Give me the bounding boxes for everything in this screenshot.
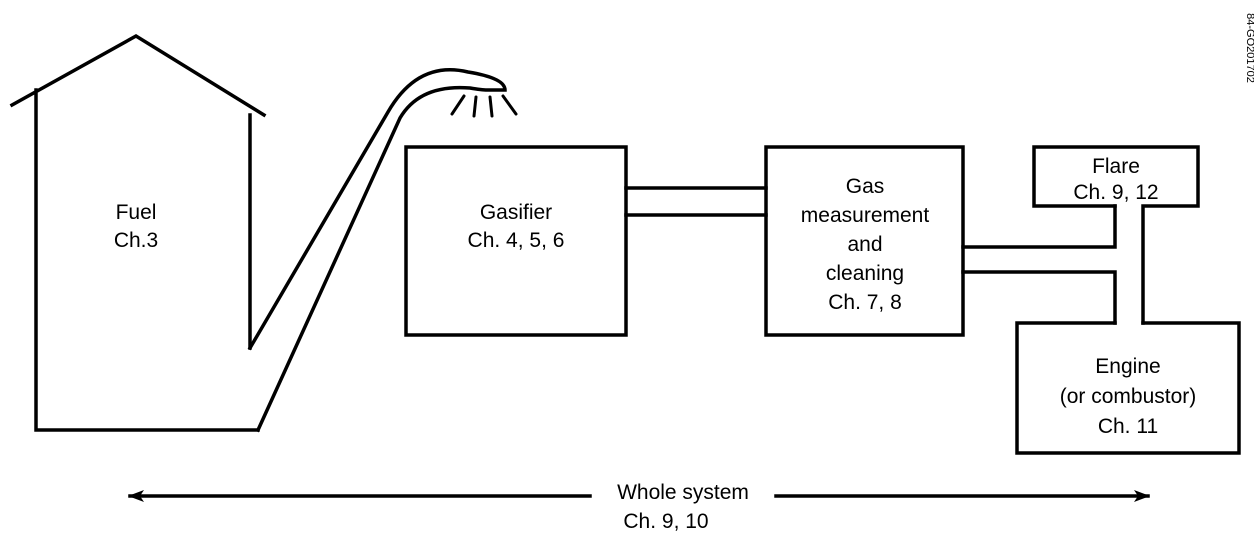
fuel-conveyor-pipe	[247, 68, 507, 433]
whole-system-label: Whole system	[617, 481, 749, 504]
gasifier-chapter-label: Ch. 4, 5, 6	[468, 229, 565, 252]
fuel-silo-outline	[9, 33, 267, 432]
pipe-gasifier-to-cleaning	[624, 186, 768, 217]
whole-system-chapter-label: Ch. 9, 10	[623, 510, 708, 533]
engine-label: Engine	[1095, 355, 1160, 378]
engine-subtitle-label: (or combustor)	[1060, 385, 1197, 408]
gas-cleaning-label-3: and	[847, 233, 882, 256]
fuel-chapter-label: Ch.3	[114, 229, 158, 252]
fuel-label: Fuel	[116, 201, 157, 224]
gasifier-label: Gasifier	[480, 201, 552, 224]
flare-label: Flare	[1092, 155, 1140, 178]
engine-chapter-label: Ch. 11	[1098, 415, 1158, 438]
gas-cleaning-chapter-label: Ch. 7, 8	[828, 291, 902, 314]
pipe-cleaning-to-flare	[961, 204, 1117, 249]
gas-cleaning-label-4: cleaning	[826, 262, 904, 285]
gas-cleaning-label-1: Gas	[846, 175, 885, 198]
pipe-cleaning-to-engine	[961, 270, 1117, 325]
flare-chapter-label: Ch. 9, 12	[1073, 181, 1158, 204]
fuel-drop-lines	[450, 94, 518, 118]
gasifier-box	[404, 145, 628, 337]
flare-box	[1032, 145, 1200, 325]
gas-cleaning-box	[764, 145, 965, 337]
figure-id: 84-GO201702	[1244, 13, 1254, 83]
gas-cleaning-label-2: measurement	[801, 204, 930, 227]
engine-box	[1015, 321, 1241, 455]
